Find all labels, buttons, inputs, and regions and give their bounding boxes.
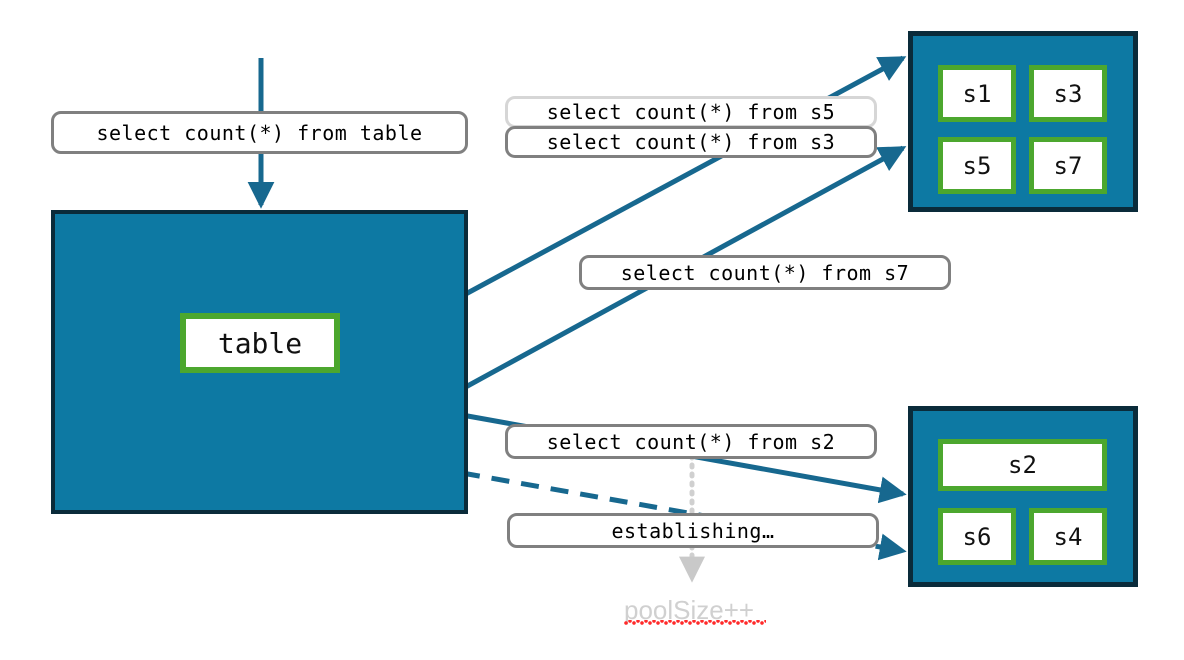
pool-top-node-s5[interactable]: s5 [938,137,1016,194]
node-table-label: table [217,326,303,360]
chip-query-s2-text: select count(*) from s2 [546,429,836,454]
chip-query-s2[interactable]: select count(*) from s2 [505,424,877,459]
chip-query-s5-text: select count(*) from s5 [546,100,836,124]
pool-bottom-node-s4[interactable]: s4 [1029,508,1107,565]
chip-query-s5[interactable]: select count(*) from s5 [505,96,877,128]
chip-query-table[interactable]: select count(*) from table [51,111,468,154]
chip-query-s3-text: select count(*) from s3 [546,130,836,154]
chip-status-establishing-text: establishing… [611,518,775,543]
spellcheck-squiggle-icon [624,620,766,625]
pool-top-node-s5-label: s5 [962,151,992,180]
pool-top-node-s1-label: s1 [962,79,992,108]
chip-status-establishing[interactable]: establishing… [507,513,879,548]
chip-query-s7-text: select count(*) from s7 [620,260,910,285]
pool-top-node-s7[interactable]: s7 [1029,137,1107,194]
pool-bottom-node-s6[interactable]: s6 [938,508,1016,565]
chip-query-s7[interactable]: select count(*) from s7 [579,255,951,290]
pool-top-node-s7-label: s7 [1053,151,1083,180]
node-table[interactable]: table [180,313,340,373]
pool-bottom-node-s2[interactable]: s2 [938,439,1107,491]
chip-query-table-text: select count(*) from table [96,120,423,145]
pool-top-node-s3[interactable]: s3 [1029,65,1107,122]
pool-bottom-node-s6-label: s6 [962,522,992,551]
pool-top-node-s3-label: s3 [1053,79,1083,108]
pool-bottom-node-s4-label: s4 [1053,522,1083,551]
table-panel [51,210,468,514]
chip-query-s3[interactable]: select count(*) from s3 [505,126,877,158]
pool-top-node-s1[interactable]: s1 [938,65,1016,122]
pool-bottom-node-s2-label: s2 [1008,451,1037,479]
